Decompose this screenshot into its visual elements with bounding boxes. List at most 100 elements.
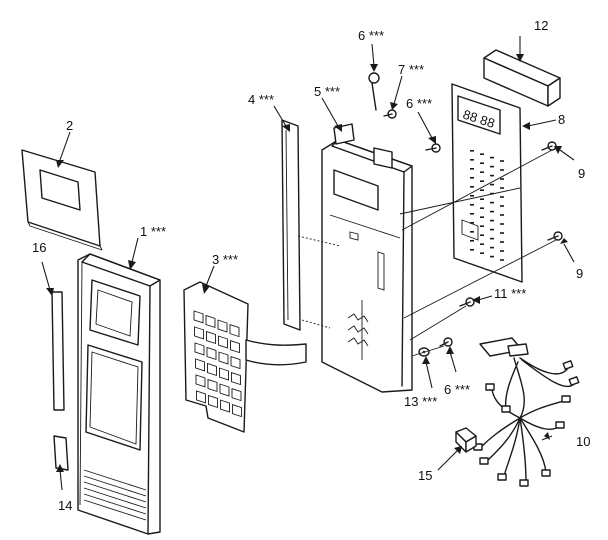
keypad-key	[230, 340, 240, 354]
board-component	[500, 250, 504, 252]
keypad-key	[193, 310, 204, 324]
board-component	[480, 162, 484, 164]
keypad-key	[219, 367, 229, 381]
keypad-keys	[193, 310, 242, 418]
frame-grille	[83, 469, 147, 521]
board-component	[500, 196, 504, 198]
callout-12: 12	[534, 18, 548, 33]
keypad-key	[230, 356, 241, 370]
board-component	[480, 243, 484, 245]
board-component	[490, 174, 494, 177]
callout-15: 15	[418, 468, 432, 483]
board-component	[480, 180, 484, 182]
part-10-wire-harness	[473, 337, 580, 487]
board-component	[470, 186, 474, 188]
board-component	[490, 156, 494, 159]
keypad-key	[208, 394, 218, 409]
part-3-keypad-membrane	[183, 281, 307, 433]
board-component	[470, 213, 474, 215]
board-component	[500, 205, 504, 207]
board-component	[500, 169, 504, 171]
screw-6-top	[368, 72, 380, 111]
board-component	[480, 216, 484, 218]
callout-16: 16	[32, 240, 46, 255]
board-component	[500, 187, 504, 189]
callout-6b: 6 ***	[406, 96, 432, 111]
keypad-key	[195, 374, 206, 388]
board-component	[480, 153, 484, 155]
board-component	[500, 214, 504, 216]
board-component	[490, 183, 494, 186]
part-1-control-panel-frame	[77, 253, 161, 535]
callout-4: 4 ***	[248, 92, 274, 107]
board-component	[470, 222, 474, 224]
callout-14: 14	[58, 498, 72, 513]
board-component	[470, 195, 474, 197]
part-12-foam-block	[483, 49, 561, 107]
callout-10: 10	[576, 434, 590, 449]
callout-13: 13 ***	[404, 394, 437, 409]
callout-6c: 6 ***	[444, 382, 470, 397]
board-component	[500, 232, 504, 234]
keypad-key	[194, 342, 205, 356]
board-component	[470, 240, 474, 242]
board-component	[470, 150, 474, 152]
board-component	[480, 189, 484, 191]
callout-8: 8	[558, 112, 565, 127]
board-component	[470, 168, 474, 170]
screw-6-mid	[425, 143, 441, 153]
board-component	[500, 223, 504, 225]
keypad-key	[205, 314, 216, 329]
board-component	[500, 178, 504, 180]
keypad-key	[231, 372, 241, 386]
board-component	[470, 249, 474, 251]
board-component	[490, 246, 494, 249]
keypad-key	[229, 324, 240, 338]
callout-11: 11 ***	[494, 286, 526, 301]
part-5-control-housing	[297, 123, 413, 393]
alignment-lines	[399, 149, 557, 357]
board-component	[480, 171, 484, 173]
part-14-small-panel	[53, 435, 69, 471]
callout-2: 2	[66, 118, 73, 133]
board-component	[470, 177, 474, 179]
board-component	[490, 165, 494, 168]
callout-labels: 1 *** 2 3 *** 4 *** 5 *** 6 *** 7 *** 6 …	[32, 18, 590, 513]
screw-6-bottom	[439, 337, 453, 347]
part-16-side-strip	[51, 291, 65, 411]
keypad-key	[232, 404, 242, 418]
part-8-circuit-board: 88 88	[451, 83, 523, 283]
board-component	[480, 198, 484, 200]
board-component	[490, 228, 494, 231]
callout-6a: 6 ***	[358, 28, 384, 43]
leader-lines	[41, 36, 575, 491]
keypad-key	[231, 388, 242, 402]
screw-9-top	[541, 141, 557, 151]
board-component	[470, 231, 474, 233]
keypad-key	[218, 351, 229, 365]
board-component	[490, 201, 494, 204]
keypad-key	[206, 346, 217, 361]
board-component	[470, 204, 474, 206]
keypad-key	[206, 330, 216, 345]
board-component	[470, 159, 474, 161]
keypad-key	[195, 358, 205, 372]
screw-9-bottom	[547, 231, 563, 241]
callout-5: 5 ***	[314, 84, 340, 99]
keypad-key	[207, 362, 217, 377]
part-15-connector	[455, 427, 477, 453]
screw-7	[383, 109, 397, 119]
board-component	[490, 219, 494, 222]
keypad-key	[196, 390, 206, 404]
callout-3: 3 ***	[212, 252, 238, 267]
board-component	[490, 210, 494, 213]
keypad-key	[194, 326, 204, 340]
part-2-window-panel	[21, 149, 103, 251]
board-component	[480, 207, 484, 209]
keypad-key	[207, 378, 218, 393]
callout-9a: 9	[578, 166, 585, 181]
board-component	[500, 259, 504, 261]
board-component	[490, 237, 494, 240]
callout-7: 7 ***	[398, 62, 424, 77]
